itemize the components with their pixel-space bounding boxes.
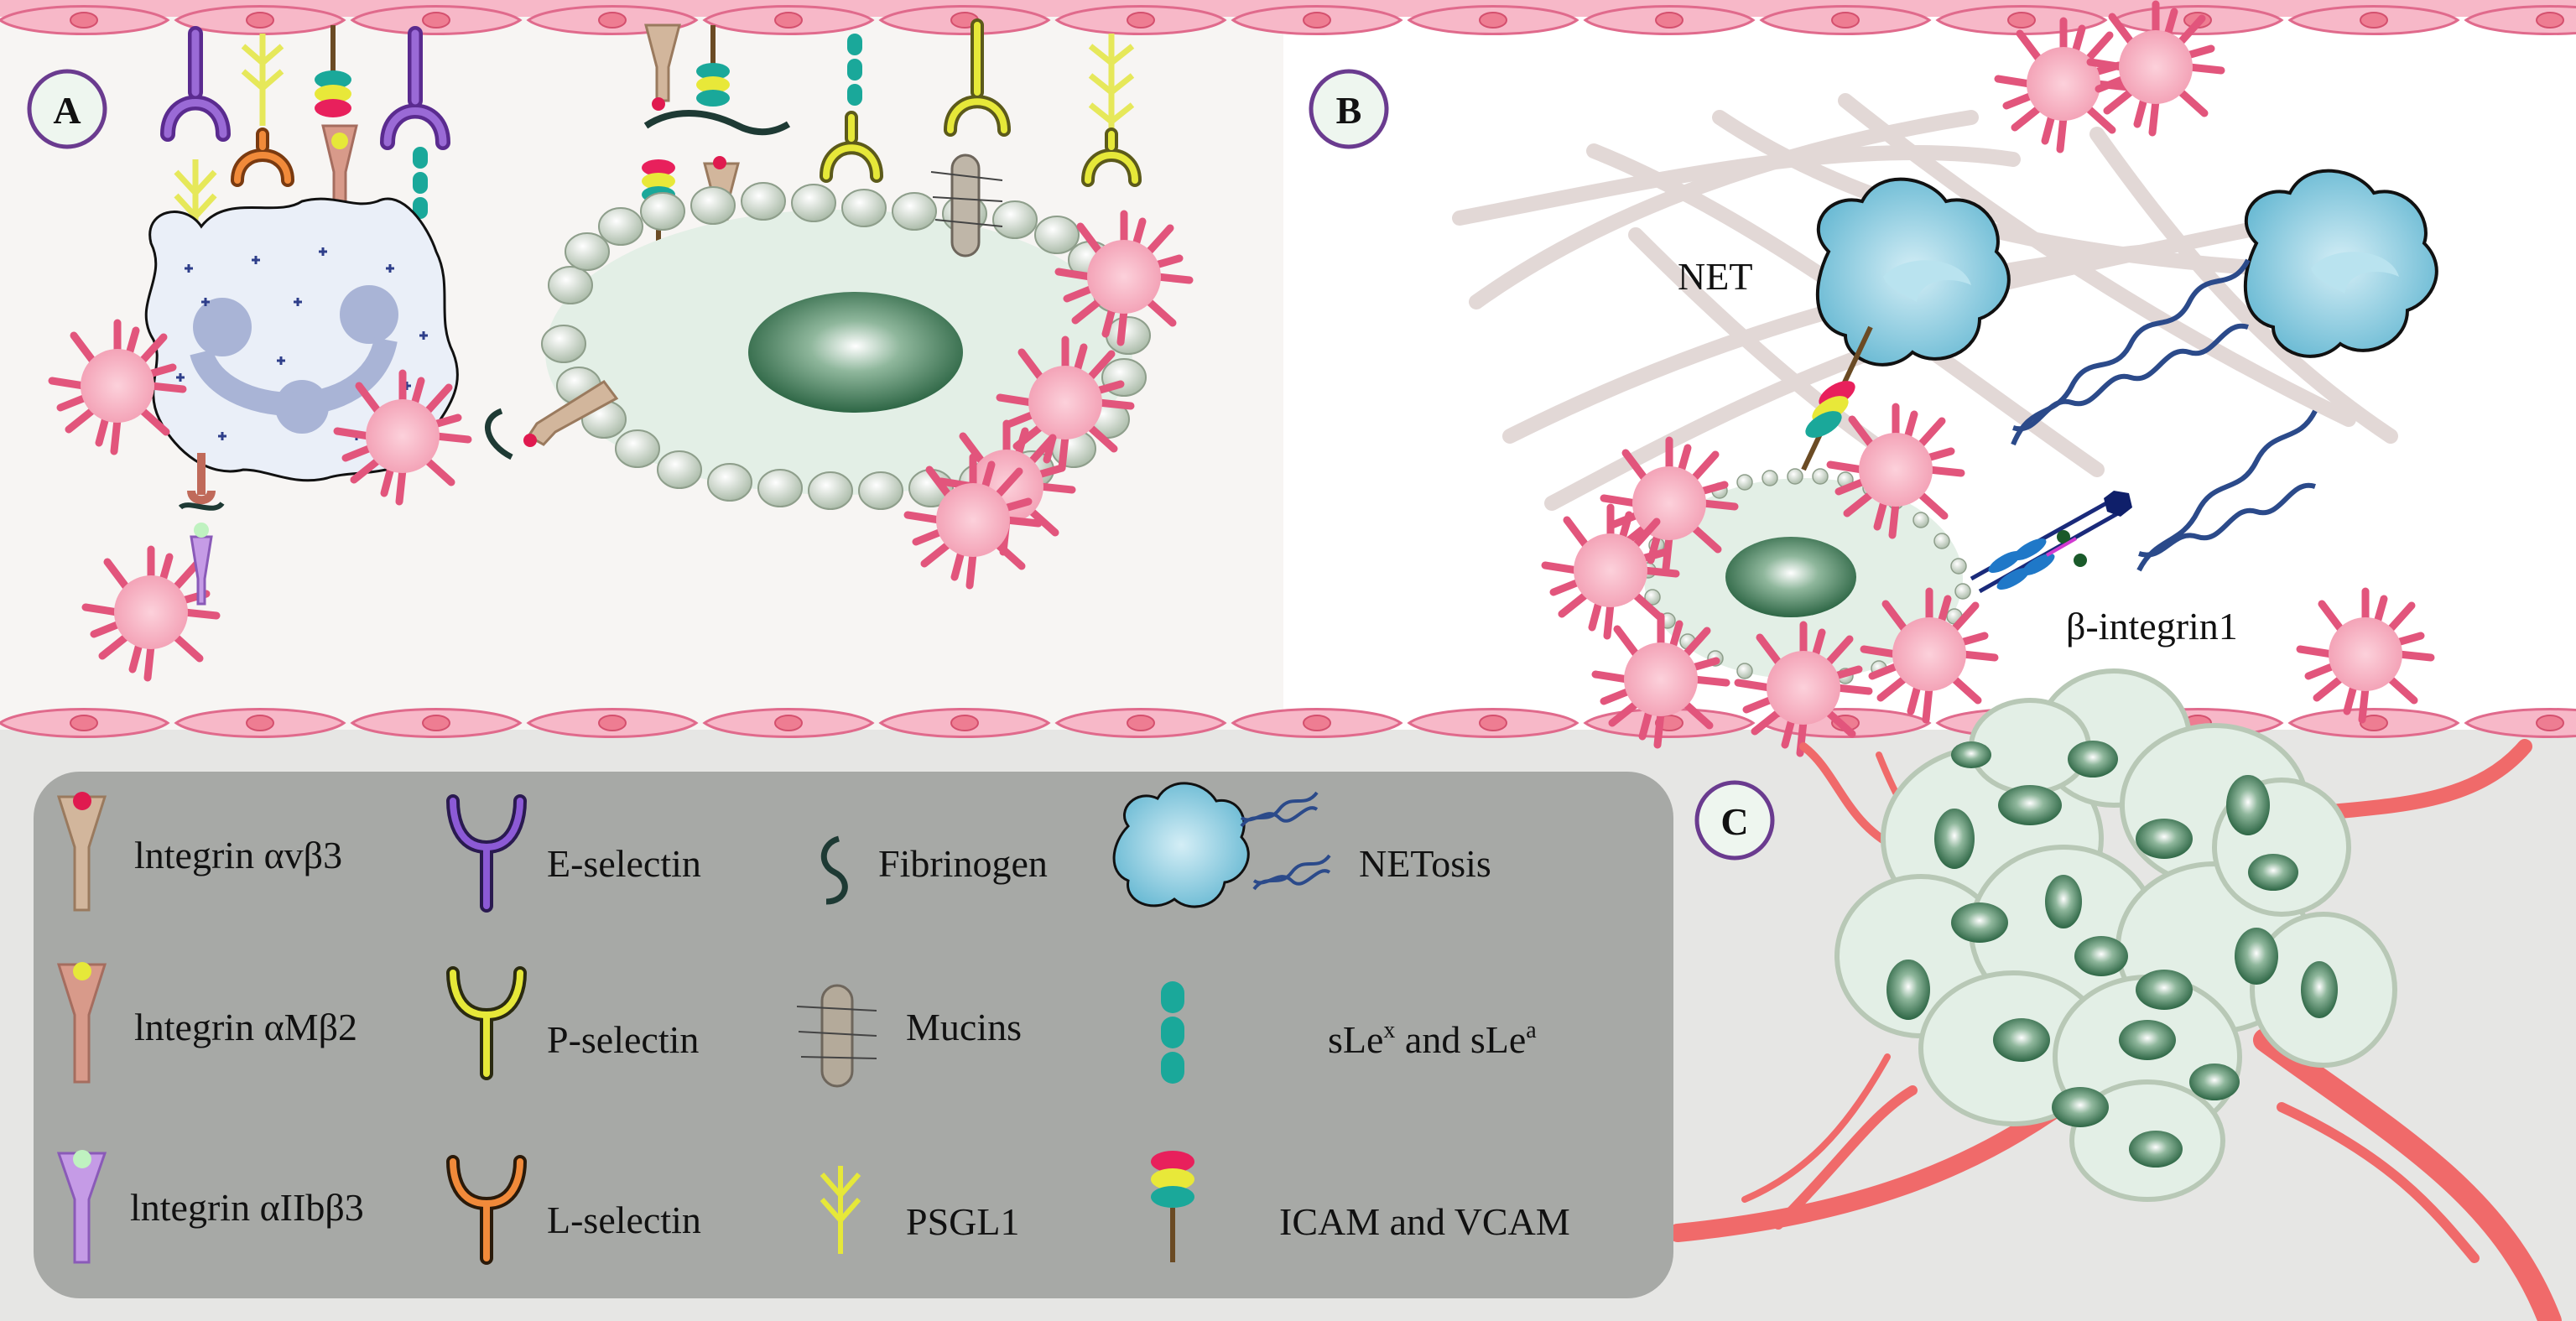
legend-psgl1-icon xyxy=(820,1166,861,1254)
legend-netosis-icon xyxy=(1112,782,1331,908)
tumor-integrin-a xyxy=(485,379,619,460)
legend-integrin-avb3-label: lntegrin αvβ3 xyxy=(134,834,342,876)
top-endothelium xyxy=(0,0,2576,35)
legend-p-selectin-label: P-selectin xyxy=(547,1018,699,1061)
selectin-receptors-yellow xyxy=(231,18,1142,187)
panel-b-letter: B xyxy=(1336,89,1362,132)
panel-c: C xyxy=(1668,668,2562,1321)
legend-integrin-aiibb3-label: lntegrin αIIbβ3 xyxy=(130,1186,364,1229)
net-label: NET xyxy=(1678,255,1752,298)
fibrinogen-strand xyxy=(643,110,791,136)
legend-sle-a: a xyxy=(1526,1017,1537,1043)
legend-integrin-amb2-label: lntegrin αMβ2 xyxy=(134,1006,357,1048)
leukocyte-nucleus xyxy=(190,285,398,434)
beta-integrin-complex xyxy=(1970,491,2132,594)
tumor-cluster xyxy=(1834,668,2397,1202)
legend-sle-base: sLe xyxy=(1328,1018,1383,1061)
legend-mucins-label: Mucins xyxy=(906,1006,1022,1048)
legend-integrin-avb3-icon xyxy=(56,792,107,912)
legend-sle-and: and sLe xyxy=(1395,1018,1526,1061)
panel-c-marker xyxy=(1694,780,1775,861)
tumor-cell-b-nucleus xyxy=(1725,537,1856,617)
dna-strands xyxy=(2011,258,2318,572)
legend-integrin-amb2-icon xyxy=(56,962,107,1084)
panel-b-marker xyxy=(1309,69,1389,149)
legend-psgl1-label: PSGL1 xyxy=(906,1200,1019,1243)
panel-c-letter: C xyxy=(1720,800,1748,843)
legend-fibrinogen-label: Fibrinogen xyxy=(878,842,1048,885)
tumor-cell-a-nucleus xyxy=(748,292,963,413)
legend-sle-icon xyxy=(1161,981,1184,1084)
mucin xyxy=(930,153,1003,257)
platelet-integrin xyxy=(178,453,225,606)
legend-l-selectin-icon xyxy=(446,1155,527,1265)
legend-mucins-icon xyxy=(796,984,877,1088)
legend-icam-vcam-icon xyxy=(1151,1151,1194,1262)
legend-e-selectin-icon xyxy=(446,794,527,913)
legend-integrin-aiibb3-icon xyxy=(56,1150,107,1264)
legend-icam-vcam-label: ICAM and VCAM xyxy=(1279,1200,1570,1243)
legend-sle-x: x xyxy=(1383,1017,1395,1043)
legend-sle-label: sLex and sLea xyxy=(1328,1017,1537,1061)
legend-l-selectin-label: L-selectin xyxy=(547,1199,701,1241)
psgl1-receptor xyxy=(174,34,1135,235)
panel-a-letter: A xyxy=(53,89,81,132)
panel-a: A xyxy=(27,18,1189,678)
sle-ligand xyxy=(413,34,862,219)
legend-netosis-label: NETosis xyxy=(1359,842,1491,885)
legend: lntegrin αvβ3 lntegrin αMβ2 lntegrin αII… xyxy=(34,772,1673,1298)
legend-p-selectin-icon xyxy=(446,966,527,1080)
beta-integrin-label: β-integrin1 xyxy=(2066,605,2238,647)
legend-fibrinogen-icon xyxy=(820,835,848,905)
icam-link xyxy=(1801,325,1873,471)
e-selectin-receptor xyxy=(160,26,450,150)
panel-b: NET β-integrin1 B xyxy=(1309,4,2438,753)
panel-a-marker xyxy=(27,69,107,149)
legend-e-selectin-label: E-selectin xyxy=(547,842,701,885)
